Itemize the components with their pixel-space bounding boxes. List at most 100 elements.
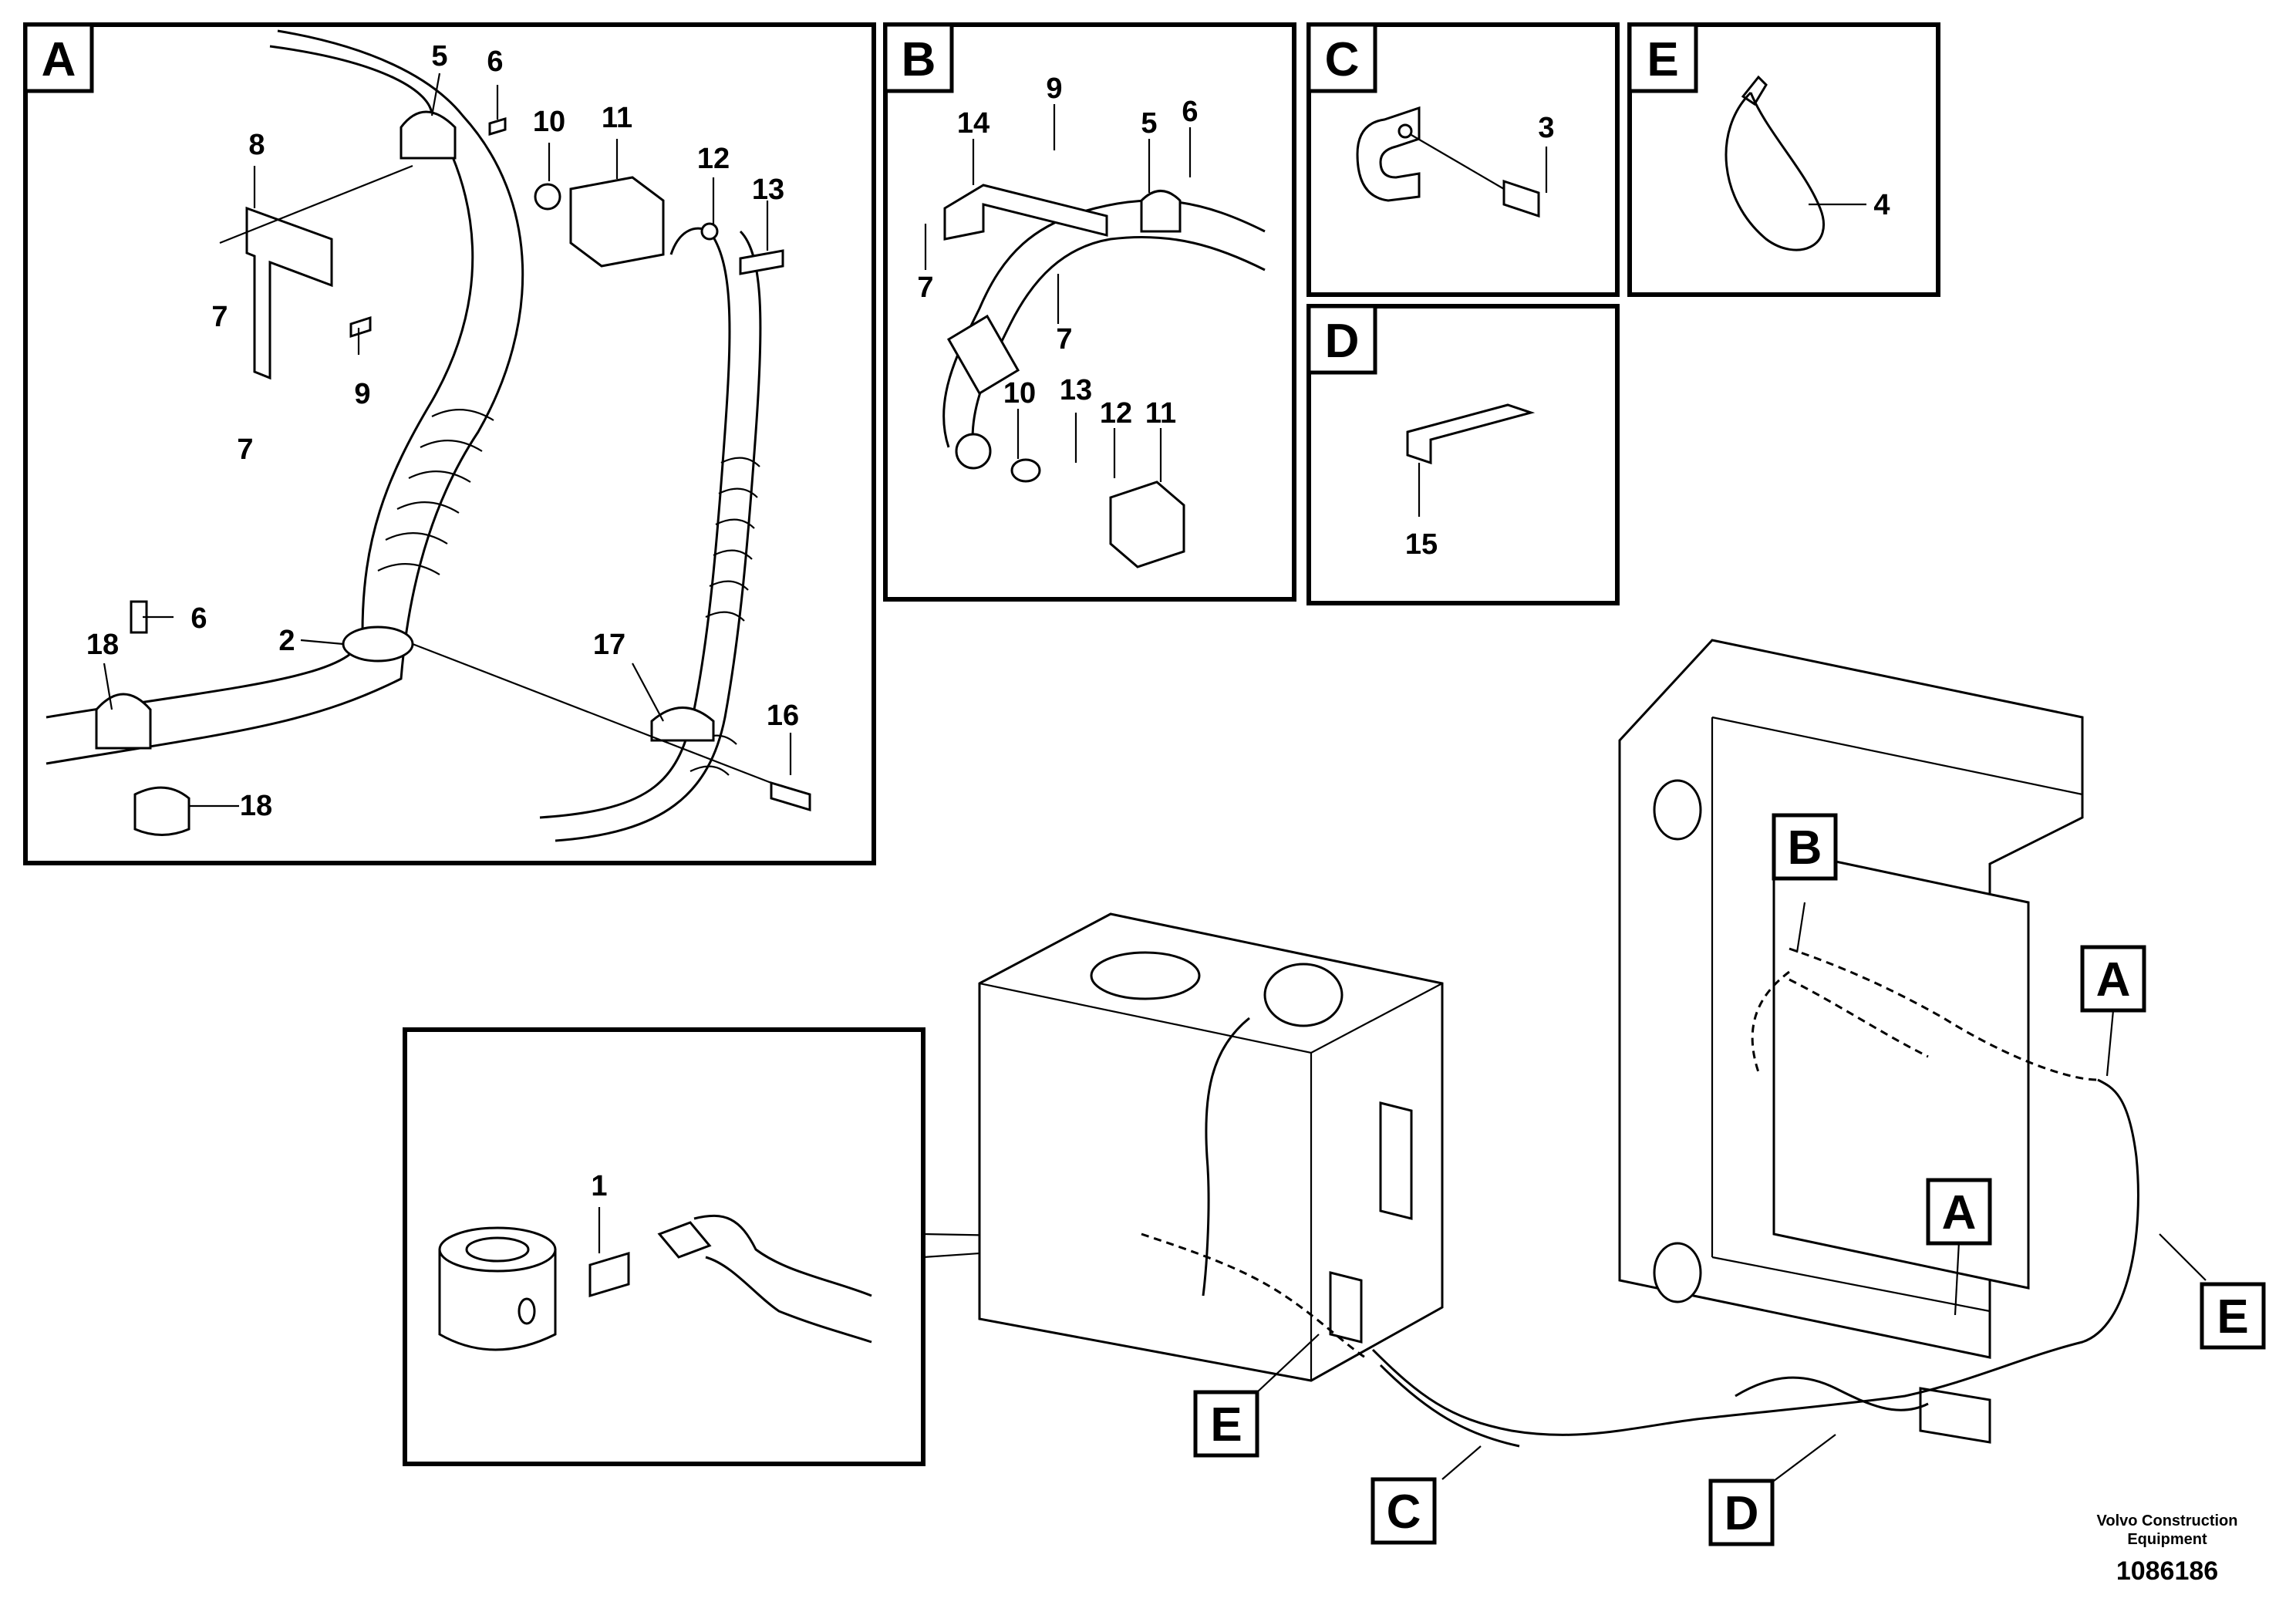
- panel-a-bolt-6-top: [488, 116, 507, 137]
- tag-label: A: [2096, 953, 2131, 1007]
- panel-b-o-ring: [1010, 458, 1041, 483]
- panel-a-bolt-6-left: [130, 600, 148, 634]
- panel-a-frame: [23, 22, 876, 865]
- callout-label: 10: [533, 106, 565, 138]
- callout-label: 5: [431, 40, 447, 73]
- panel-e-cable-tie: [1725, 75, 1826, 251]
- callout-label: 11: [602, 102, 632, 134]
- callout-label: 14: [957, 107, 990, 140]
- tag-label: E: [2217, 1290, 2248, 1344]
- hydraulic-tank: [978, 912, 1444, 1382]
- panel-a-clamp-top: [400, 110, 457, 160]
- callout-label: 1: [591, 1170, 607, 1202]
- detail-hose: [693, 1214, 872, 1344]
- brand-line-2: Equipment: [2127, 1531, 2207, 1548]
- callout-label: 3: [1538, 112, 1554, 144]
- panel-a-clamp-17: [650, 706, 715, 742]
- detail-box-frame: [403, 1027, 925, 1466]
- panel-a-hose-outline: [46, 29, 524, 765]
- main-tag-a-right: A: [2080, 945, 2146, 1013]
- callout-label: 9: [1046, 73, 1062, 105]
- panel-a-bolt-16: [770, 781, 811, 812]
- panel-e: E 4: [1627, 22, 1940, 297]
- panel-e-tag-box: [1627, 22, 1698, 93]
- radiator-outlet: [1653, 1242, 1702, 1303]
- detail-box: 1: [403, 1027, 1127, 1466]
- callout-label: 6: [190, 602, 207, 635]
- callout-label: 7: [917, 271, 933, 304]
- panel-c-leader-axis: [1411, 134, 1505, 190]
- callout-label: 12: [1100, 397, 1132, 430]
- panel-b: B 9 14 5 6 7 7 10 13 12 11: [883, 22, 1296, 602]
- tank-body: [978, 912, 1444, 1382]
- radiator-edges: [1711, 716, 2083, 1313]
- panel-b-sleeve: [946, 314, 1020, 396]
- tank-bracket: [1329, 1271, 1363, 1344]
- panel-e-frame: [1627, 22, 1940, 297]
- callout-label: 7: [237, 433, 253, 466]
- callout-label: 12: [697, 143, 730, 175]
- main-assembly: B A A E E C D: [978, 639, 2266, 1546]
- panel-a-tag: A: [42, 33, 76, 86]
- callout-label: 16: [767, 700, 799, 732]
- panel-e-tag: E: [1647, 33, 1678, 86]
- main-hose-return: [1371, 1078, 2139, 1448]
- detail-port-side-hole: [518, 1297, 536, 1325]
- tag-label: C: [1387, 1485, 1421, 1539]
- panel-a-washer: [700, 222, 719, 241]
- panel-a-leaders: [103, 73, 792, 808]
- panel-c: C 3: [1306, 22, 1620, 297]
- panel-a-spiral-guard: [377, 409, 760, 776]
- callout-label: 13: [752, 174, 784, 206]
- main-tag-c: C: [1371, 1477, 1437, 1545]
- main-hose-branch: [1735, 1376, 1929, 1411]
- panel-c-tag-box: [1306, 22, 1377, 93]
- main-tag-d: D: [1708, 1479, 1775, 1546]
- panel-a-grommet: [342, 626, 414, 663]
- callout-label: 2: [278, 625, 295, 657]
- tag-label: B: [1788, 821, 1822, 875]
- panel-c-clamp-hole: [1397, 123, 1413, 139]
- panel-a-bolt-9: [349, 315, 372, 339]
- panel-a-flange: [569, 176, 665, 268]
- callout-label: 13: [1060, 374, 1092, 406]
- tank-breather: [1263, 963, 1344, 1027]
- callout-label: 6: [487, 46, 503, 78]
- panel-a-hose-right: [539, 227, 762, 842]
- panel-a-o-ring: [534, 183, 561, 211]
- panel-b-bracket: [943, 184, 1108, 241]
- panel-a: A: [23, 22, 876, 865]
- main-tag-e-right: E: [2200, 1282, 2266, 1350]
- detail-port-bore: [465, 1236, 530, 1263]
- callout-label: 18: [240, 790, 272, 822]
- main-tag-a-lower: A: [1926, 1178, 1992, 1246]
- callout-label: 17: [593, 629, 625, 661]
- footer: Volvo Construction Equipment 1086186: [2097, 1512, 2238, 1586]
- tank-sight-glass: [1379, 1101, 1413, 1220]
- radiator-inlet: [1653, 779, 1702, 841]
- main-tag-leaders: [1256, 902, 2207, 1482]
- panel-d: D 15: [1306, 304, 1620, 605]
- panel-d-tag-box: [1306, 304, 1377, 375]
- radiator-foot: [1919, 1387, 1991, 1444]
- tank-cover: [1090, 951, 1201, 1000]
- panel-a-tag-box: [23, 22, 94, 93]
- panel-b-tag: B: [902, 33, 936, 86]
- main-hose-hidden-tank: [1141, 1233, 1366, 1359]
- tag-label: E: [1210, 1398, 1242, 1452]
- panel-c-bolt: [1502, 179, 1540, 218]
- main-tag-e-left: E: [1193, 1390, 1259, 1458]
- callout-label: 8: [248, 129, 265, 161]
- tag-label: D: [1725, 1487, 1759, 1540]
- panel-c-clamp: [1356, 106, 1421, 202]
- main-tag-b: B: [1772, 813, 1838, 881]
- panel-a-clamp-18-bottom: [133, 786, 190, 836]
- panel-d-tag: D: [1325, 315, 1360, 368]
- detail-adapter: [588, 1251, 630, 1298]
- tank-edges: [979, 982, 1443, 1381]
- panel-b-clamp: [1140, 190, 1182, 233]
- panel-a-bracket: [245, 206, 333, 380]
- panel-b-fitting: [955, 433, 992, 470]
- panel-b-flange: [1109, 481, 1185, 568]
